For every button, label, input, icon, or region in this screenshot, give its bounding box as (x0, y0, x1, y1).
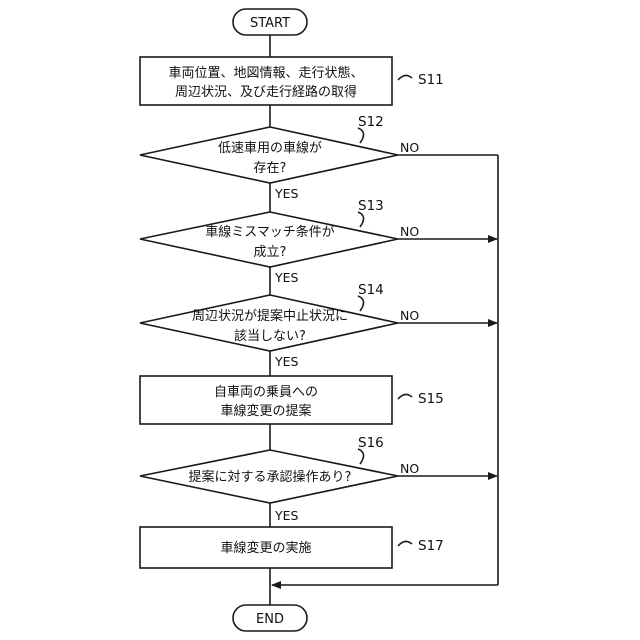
step-s16-yes-label: YES (274, 508, 299, 523)
step-s15-line1: 自車両の乗員への (214, 385, 318, 400)
step-s13-id: S13 (358, 198, 384, 214)
step-s13-line1: 車線ミスマッチ条件が (205, 224, 335, 240)
step-s12-line1: 低速車用の車線が (218, 140, 322, 156)
step-s13-leader (358, 212, 364, 227)
step-s11-line2: 周辺状況、及び走行経路の取得 (175, 84, 357, 100)
step-s14-line2: 該当しない? (234, 328, 306, 344)
step-s11-line1: 車両位置、地図情報、走行状態、 (168, 65, 363, 81)
step-s16-line1: 提案に対する承認操作あり? (189, 469, 352, 485)
step-s16-no-label: NO (400, 461, 419, 476)
start-label: START (250, 16, 290, 31)
step-s16-leader (358, 449, 364, 464)
step-s14-yes-label: YES (274, 354, 299, 369)
step-s11-id: S11 (418, 72, 444, 88)
step-s15-leader (398, 394, 412, 399)
step-s15-id: S15 (418, 391, 444, 407)
step-s12-id: S12 (358, 114, 384, 130)
step-s11-leader (398, 75, 412, 80)
step-s12-leader (358, 128, 364, 143)
step-s12-yes-label: YES (274, 186, 299, 201)
step-s16-id: S16 (358, 435, 384, 451)
step-s13-yes-label: YES (274, 270, 299, 285)
step-s14-no-label: NO (400, 308, 419, 323)
end-label: END (256, 612, 284, 627)
step-s12-no-label: NO (400, 140, 419, 155)
step-s17-leader (398, 541, 412, 546)
step-s14-id: S14 (358, 282, 384, 298)
step-s13-line2: 成立? (254, 245, 287, 260)
step-s17-id: S17 (418, 538, 444, 554)
step-s12-line2: 存在? (254, 161, 287, 176)
step-s17-line1: 車線変更の実施 (220, 540, 311, 556)
step-s15-line2: 車線変更の提案 (220, 403, 311, 419)
step-s14-leader (358, 296, 364, 311)
step-s13-no-label: NO (400, 224, 419, 239)
step-s14-line1: 周辺状況が提案中止状況に (192, 308, 348, 324)
